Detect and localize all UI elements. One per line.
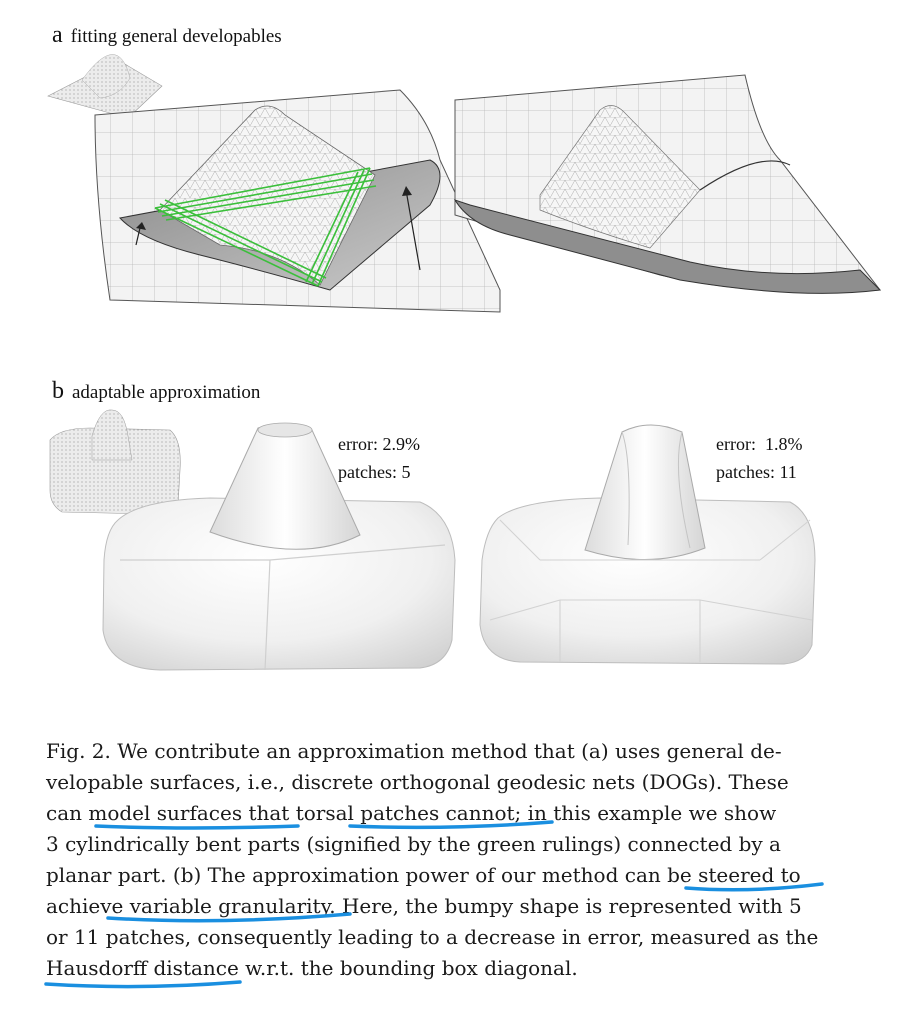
panel-a-right-surface (453, 74, 882, 294)
caption-line-5: planar part. (b) The approximation power… (46, 863, 801, 887)
figure-illustrations (47, 54, 882, 671)
figure-caption: Fig. 2. We contribute an approximation m… (46, 736, 846, 984)
panel-a-title: fitting general developables (70, 26, 282, 47)
panel-b-letter: b (52, 378, 64, 404)
panel-a-letter: a (52, 22, 63, 48)
panel-a-thumbnail (47, 54, 163, 119)
left-error-label: error: 2.9% (338, 434, 420, 454)
caption-line-8: Hausdorff distance w.r.t. the bounding b… (46, 956, 578, 980)
right-patches-label: patches: 11 (716, 462, 797, 482)
caption-line-7: or 11 patches, consequently leading to a… (46, 925, 819, 949)
panel-a-left-surface (94, 89, 501, 313)
right-metrics: error: 1.8% patches: 11 (716, 430, 802, 486)
caption-line-4: 3 cylindrically bent parts (signified by… (46, 832, 781, 856)
green-rulings (154, 167, 377, 287)
left-patches-label: patches: 5 (338, 462, 411, 482)
panel-b-title: adaptable approximation (72, 382, 261, 403)
left-metrics: error: 2.9% patches: 5 (338, 430, 420, 486)
caption-line-3: can model surfaces that torsal patches c… (46, 801, 777, 825)
caption-line-6: achieve variable granularity. Here, the … (46, 894, 802, 918)
panel-a-label: a fitting general developables (52, 22, 282, 49)
panel-b-label: b adaptable approximation (52, 378, 260, 405)
panel-b-right-shape (479, 424, 816, 665)
caption-line-2: velopable surfaces, i.e., discrete ortho… (46, 770, 789, 794)
panel-b-left-shape (102, 422, 456, 671)
caption-line-1: Fig. 2. We contribute an approximation m… (46, 739, 782, 763)
panel-b-thumbnail (49, 409, 181, 515)
right-error-label: error: 1.8% (716, 434, 803, 454)
